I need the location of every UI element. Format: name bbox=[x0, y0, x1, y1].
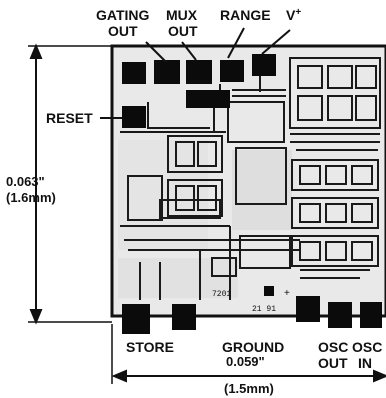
width-dimension bbox=[111, 324, 386, 384]
leader-vplus bbox=[261, 29, 291, 55]
label-vplus-sup: + bbox=[295, 7, 301, 18]
label-osc-out-line1: OSC bbox=[318, 339, 348, 355]
label-width-mm: (1.5mm) bbox=[224, 381, 274, 396]
pad-center-top bbox=[186, 90, 230, 108]
pad-osc-out bbox=[328, 302, 352, 328]
label-height-mm: (1.6mm) bbox=[6, 190, 56, 205]
metal-traces bbox=[120, 57, 381, 300]
bond-pads bbox=[122, 54, 382, 334]
leader-lines bbox=[100, 27, 291, 119]
die-plus-mark: + bbox=[284, 288, 290, 299]
label-range: RANGE bbox=[220, 7, 271, 23]
height-dimension bbox=[28, 43, 112, 325]
pad-reset bbox=[122, 106, 146, 128]
label-mux-line2: OUT bbox=[168, 23, 198, 39]
label-gating-line1: GATING bbox=[96, 7, 150, 23]
label-ground: GROUND bbox=[222, 339, 284, 355]
leader-range bbox=[227, 27, 245, 59]
label-store: STORE bbox=[126, 339, 174, 355]
die-part-code: 7201 bbox=[212, 290, 231, 299]
pad-gating-out bbox=[154, 60, 180, 84]
pad-reset-2 bbox=[122, 62, 146, 84]
label-reset: RESET bbox=[46, 110, 93, 126]
leader-mux bbox=[181, 41, 197, 61]
pad-store-b bbox=[172, 304, 196, 330]
pad-small bbox=[264, 286, 274, 296]
pad-store-a bbox=[122, 304, 150, 334]
label-mux-line1: MUX bbox=[166, 7, 198, 23]
label-osc-out-line2: OUT bbox=[318, 355, 348, 371]
label-vplus: V+ bbox=[286, 7, 301, 23]
pad-vplus bbox=[252, 54, 276, 76]
label-osc-in-line2: IN bbox=[358, 355, 372, 371]
pad-range bbox=[220, 60, 244, 82]
label-width-in: 0.059" bbox=[226, 354, 265, 369]
pad-osc-in bbox=[360, 302, 382, 328]
pad-mux-out bbox=[186, 60, 212, 84]
die-code-2: 21 91 bbox=[252, 305, 276, 314]
label-osc-in-line1: OSC bbox=[352, 339, 382, 355]
label-gating-line2: OUT bbox=[108, 23, 138, 39]
leader-gating bbox=[145, 41, 167, 63]
label-height-in: 0.063" bbox=[6, 174, 45, 189]
pad-ground bbox=[296, 296, 320, 322]
die bbox=[110, 44, 386, 318]
